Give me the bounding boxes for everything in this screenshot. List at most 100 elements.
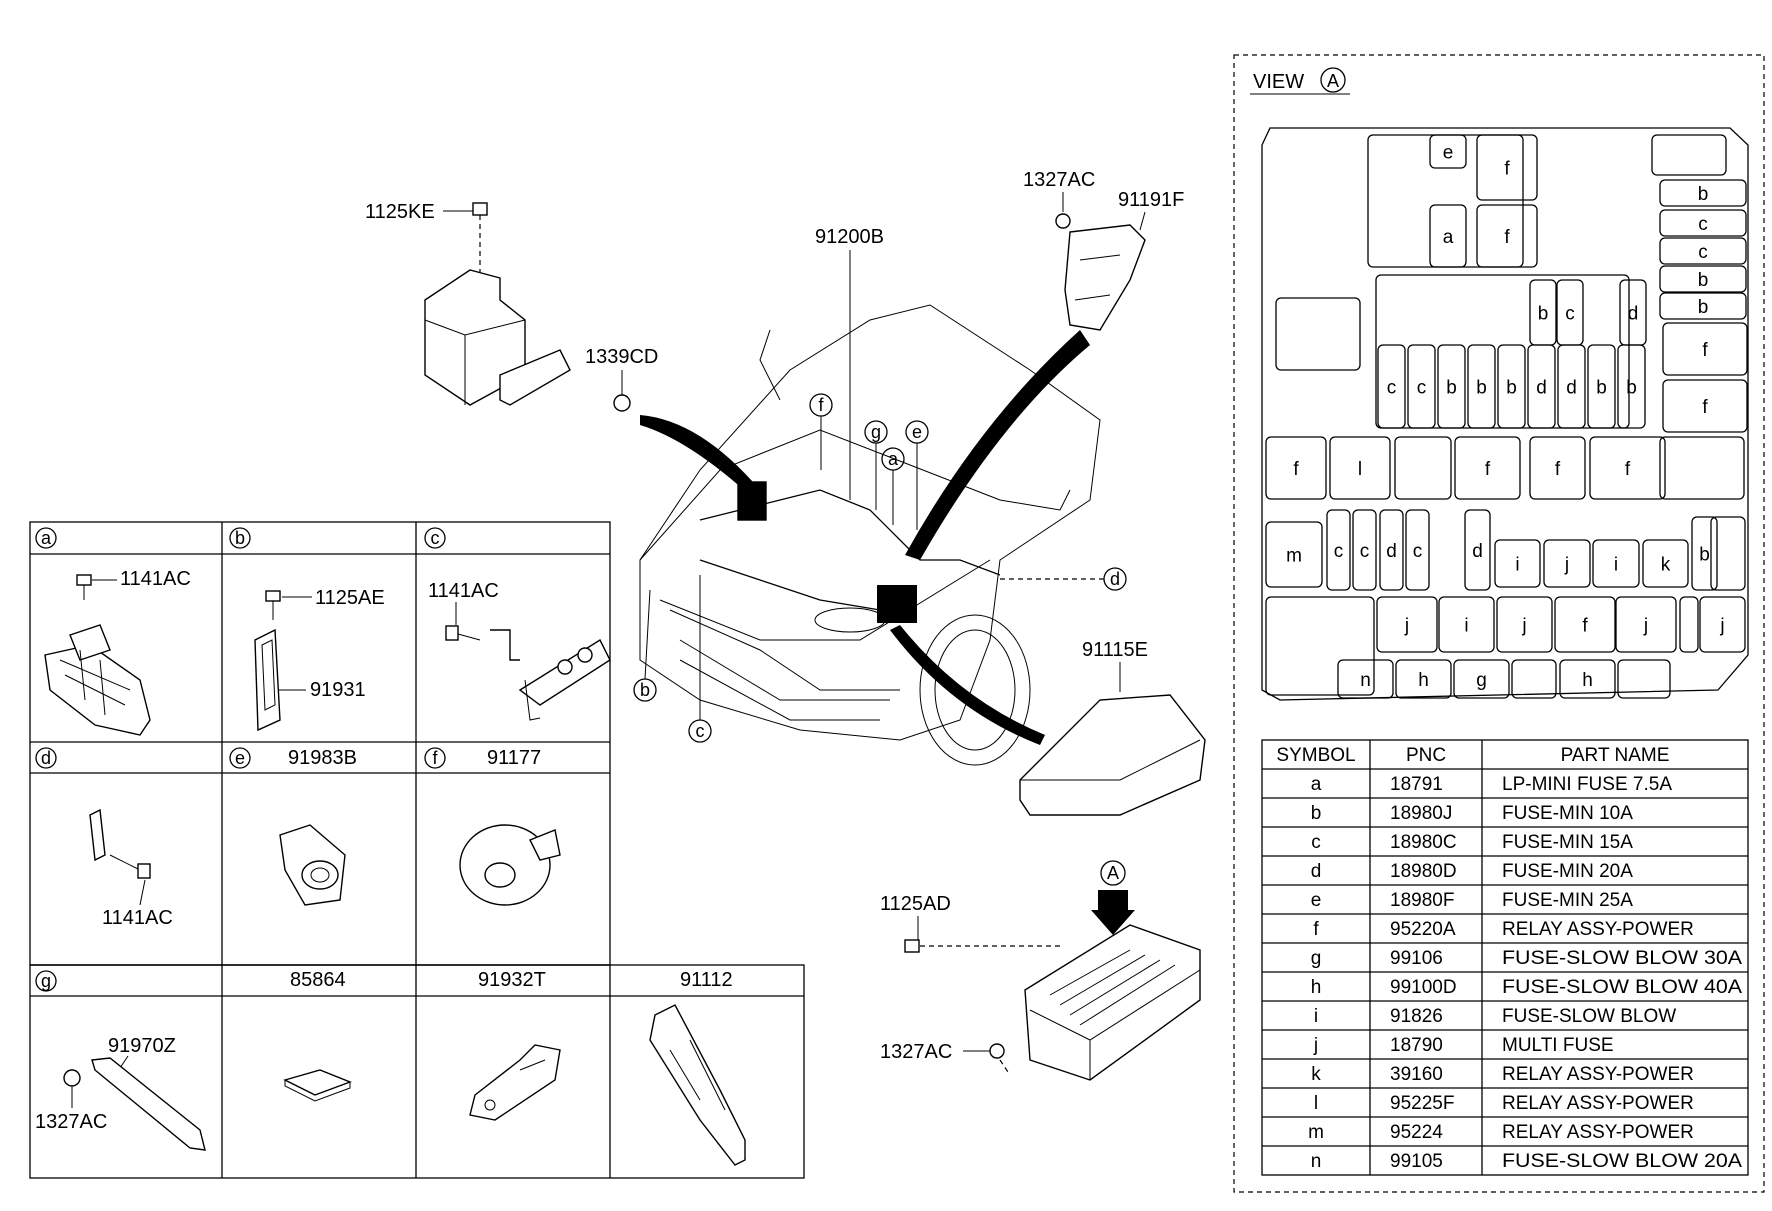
table-cell-part-name: FUSE-MIN 10A	[1502, 803, 1633, 824]
car-callout-d: d	[1110, 569, 1120, 589]
table-cell-symbol: a	[1311, 774, 1322, 795]
fuse-slot-label: i	[1614, 555, 1618, 576]
callout-1327AC-box: 1327AC	[880, 1041, 952, 1063]
fuse-slot-empty	[1265, 596, 1375, 696]
fuse-slot-label: d	[1536, 378, 1547, 399]
fuse-slot-label: e	[1443, 143, 1454, 164]
panel-d-part1: 1141AC	[102, 907, 173, 929]
panel-c: c 1141AC	[424, 527, 611, 721]
panel-e-circle	[229, 747, 251, 769]
fuse-slot	[1589, 436, 1666, 500]
fuse-slot-label: n	[1360, 670, 1371, 691]
panel-a-circle	[35, 527, 57, 549]
table-cell-pnc: 95224	[1390, 1122, 1443, 1143]
table-cell-pnc: 18790	[1390, 1035, 1443, 1056]
view-circle-letter: A	[1327, 71, 1339, 91]
fuse-slot	[1543, 539, 1591, 588]
car-callout-c: c	[696, 721, 705, 741]
fuse-slot-label: i	[1464, 616, 1468, 637]
table-cell-symbol: k	[1311, 1064, 1321, 1085]
table-cell-pnc: 39160	[1390, 1064, 1443, 1085]
panel-b-part2: 91931	[310, 679, 366, 701]
table-cell-part-name: FUSE-SLOW BLOW 30A	[1502, 948, 1742, 969]
junction-box-body	[1024, 924, 1201, 1081]
fuse-slot-label: f	[1293, 459, 1299, 480]
panel-d: d 1141AC	[35, 747, 173, 929]
fuse-slot-label: f	[1702, 340, 1708, 361]
table-cell-pnc: 99105	[1390, 1151, 1443, 1172]
panel-a: a 1141AC	[35, 527, 191, 736]
fuse-slot-empty	[1659, 436, 1745, 500]
fuse-slot-label: c	[1413, 541, 1423, 562]
fuse-slot-empty	[1651, 134, 1727, 176]
fuse-slot-label: b	[1698, 270, 1709, 291]
table-header: SYMBOL	[1276, 745, 1355, 766]
panel-g: g 91970Z 1327AC	[35, 970, 206, 1151]
fuse-slot-label: g	[1476, 670, 1487, 691]
relay-box-assembly: 1125KE 1339CD	[365, 201, 658, 412]
fuse-slot-label: i	[1515, 555, 1519, 576]
fuse-slot-label: b	[1698, 184, 1709, 205]
fuse-slot-label: d	[1566, 378, 1577, 399]
callout-91200B: 91200B	[815, 226, 884, 248]
car-callout-g: g	[871, 422, 881, 442]
panel-g-bracket	[91, 1057, 206, 1151]
fuse-slot-label: h	[1418, 670, 1429, 691]
fuse-slot	[1659, 292, 1747, 320]
detail-panel-grid	[29, 521, 805, 1179]
fuse-slot	[1497, 344, 1526, 429]
callout-91191F: 91191F	[1118, 189, 1184, 211]
fuse-slot-label: d	[1386, 541, 1397, 562]
fuse-slot	[1429, 134, 1467, 169]
panel-c-part1: 1141AC	[428, 580, 499, 602]
fuse-slot-label: l	[1358, 459, 1362, 480]
fuse-slot-label: f	[1702, 397, 1708, 418]
car-callout-f: f	[818, 395, 824, 415]
panel-c-circle	[424, 527, 446, 549]
table-cell-pnc: 18980D	[1390, 861, 1457, 882]
fuse-slot	[1377, 344, 1406, 429]
relay-box-tab	[499, 349, 571, 406]
table-cell-pnc: 95225F	[1390, 1093, 1454, 1114]
callout-1125AD: 1125AD	[880, 893, 951, 915]
table-cell-pnc: 18980J	[1390, 803, 1452, 824]
panel-c-letter: c	[431, 528, 440, 548]
vehicle-front: 91200B f g e a b c d	[633, 226, 1127, 766]
fuse-slot-label: b	[1446, 378, 1457, 399]
car-callout-a: a	[888, 449, 899, 469]
fuse-slot	[1557, 344, 1586, 429]
cover-91191F	[1064, 224, 1146, 331]
fuse-slot	[1352, 509, 1377, 591]
table-cell-part-name: LP-MINI FUSE 7.5A	[1502, 774, 1672, 795]
fuse-slot-label: b	[1596, 378, 1607, 399]
table-cell-part-name: RELAY ASSY-POWER	[1502, 1122, 1694, 1143]
callout-1125KE: 1125KE	[365, 201, 435, 223]
panel-91932T: 91932T	[469, 969, 561, 1121]
table-cell-symbol: m	[1308, 1122, 1324, 1143]
table-cell-part-name: FUSE-MIN 15A	[1502, 832, 1633, 853]
fuse-slot-label: k	[1661, 555, 1671, 576]
table-cell-symbol: n	[1311, 1151, 1322, 1172]
fuse-slot-label: f	[1555, 459, 1561, 480]
panel-91932T-bracket	[469, 1044, 561, 1121]
fuse-slot	[1494, 539, 1541, 588]
table-cell-symbol: b	[1311, 803, 1322, 824]
cover-assembly: 1327AC 91191F	[1023, 169, 1184, 331]
view-title: VIEW	[1253, 71, 1304, 93]
car-callout-e: e	[912, 422, 922, 442]
panel-b-circle	[229, 527, 251, 549]
view-a-frame	[1233, 54, 1765, 1193]
table-cell-symbol: g	[1311, 948, 1322, 969]
fuse-slot-empty	[1710, 516, 1746, 591]
table-cell-pnc: 99100D	[1390, 977, 1457, 998]
fuse-slot	[1496, 596, 1553, 653]
fuse-slot-empty	[1511, 659, 1557, 699]
fuse-slot	[1659, 265, 1747, 293]
fuse-slot-label: f	[1504, 227, 1510, 248]
fuse-slot-label: f	[1504, 159, 1510, 180]
fuse-slot-label: j	[1564, 555, 1569, 576]
fuse-slot	[1659, 237, 1747, 265]
fuse-slot	[1464, 509, 1491, 591]
